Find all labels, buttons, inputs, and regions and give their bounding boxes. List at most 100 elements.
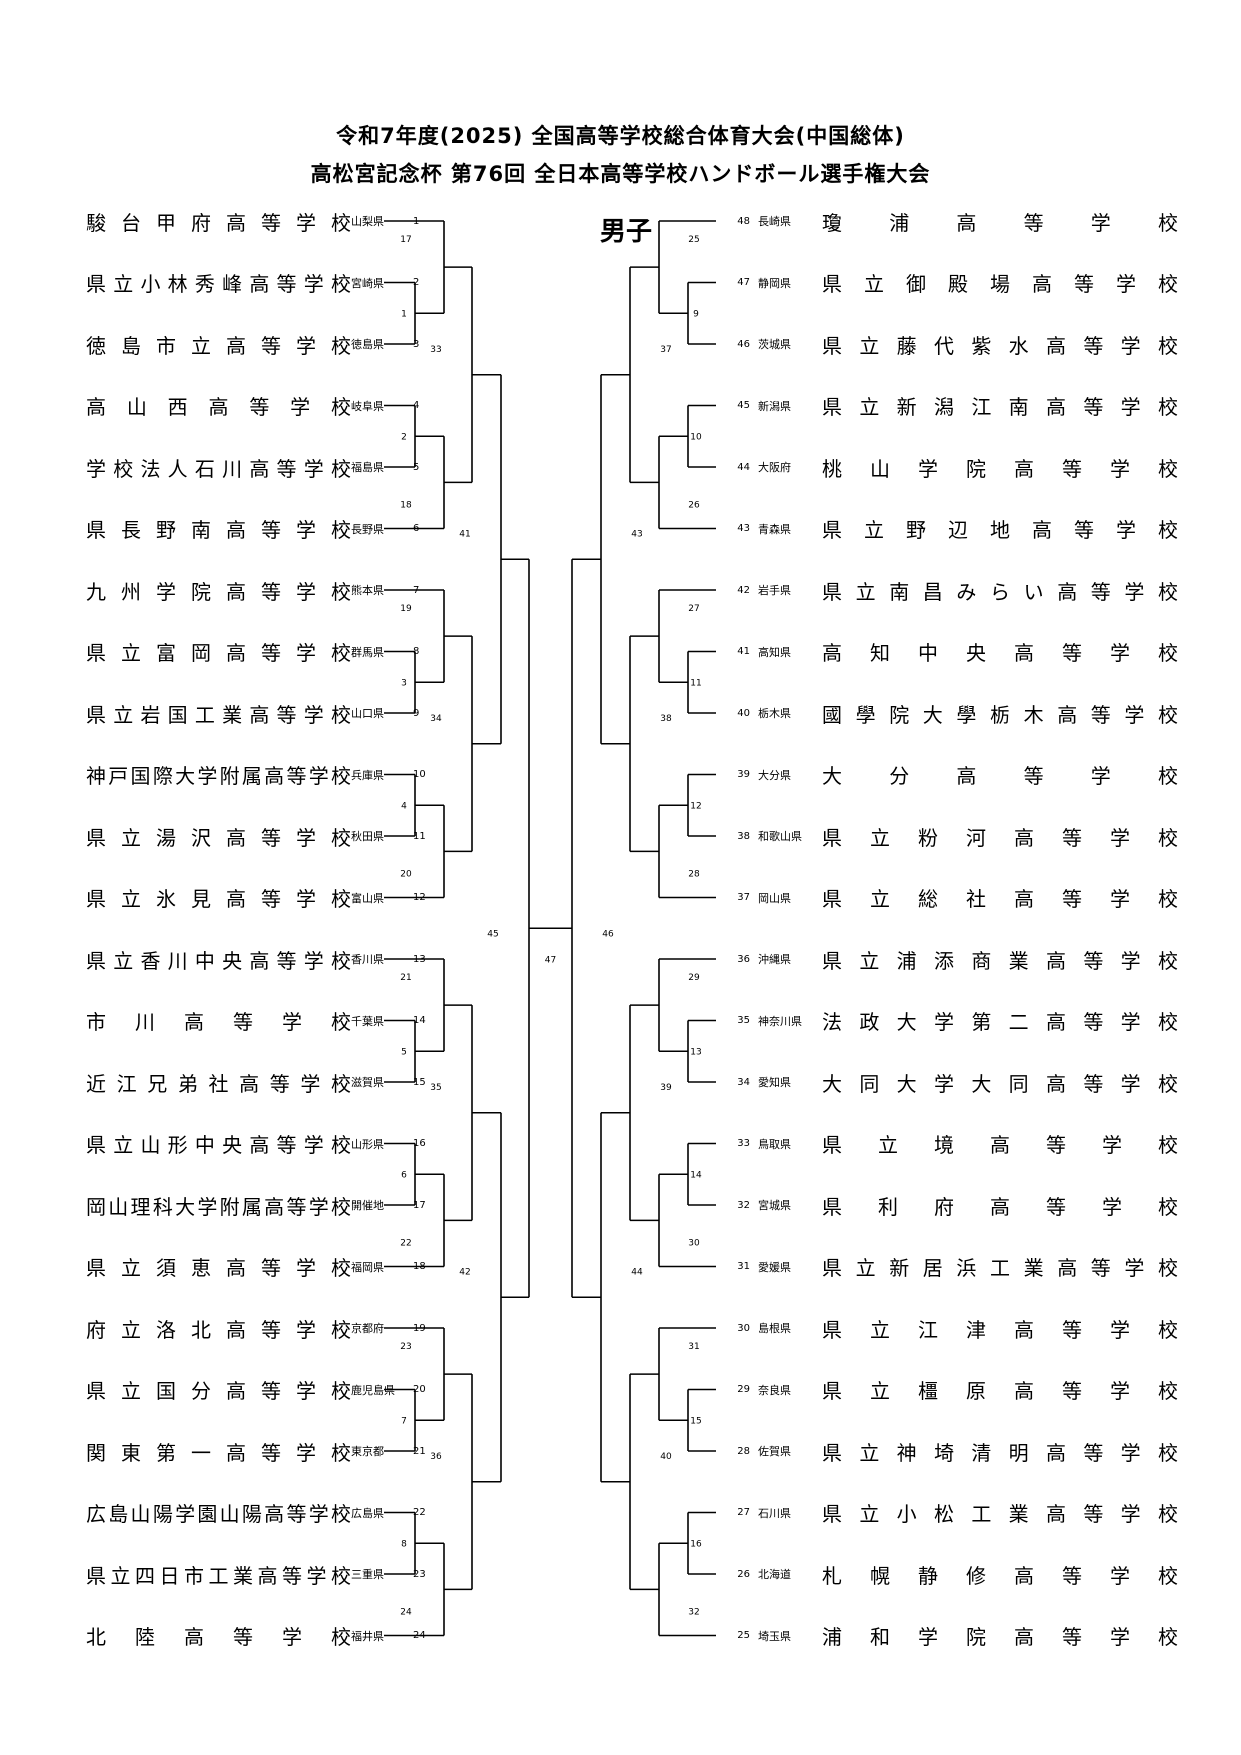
team-seed: 4 (413, 400, 420, 411)
team-prefecture: 熊本県 (351, 584, 384, 597)
team-seed: 46 (737, 338, 750, 350)
team-row: 神戸国際大学附属高等学校兵庫県 10 (86, 757, 443, 793)
team-prefecture: 群馬県 (351, 645, 384, 659)
team-name: 大同大学大同高等学校 (822, 1071, 1178, 1096)
division-label: 男子 (600, 217, 653, 247)
game-number: 32 (688, 1608, 699, 1618)
team-seed: 30 (737, 1322, 750, 1334)
team-seed: 34 (737, 1076, 750, 1088)
team-prefecture: 福島県 (351, 461, 384, 474)
team-seed: 26 (737, 1568, 750, 1580)
team-prefecture: 栃木県 (758, 707, 791, 720)
team-name: 県立藤代紫水高等学校 (822, 333, 1178, 358)
game-number: 30 (688, 1239, 700, 1249)
team-seed: 40 (737, 707, 750, 719)
team-name: 市川高等学校 (86, 1010, 351, 1034)
team-name: 県立山形中央高等学校 (86, 1133, 351, 1157)
team-prefecture: 静岡県 (758, 276, 791, 290)
team-name: 県立四日市工業高等学校 (86, 1563, 351, 1588)
team-name: 桃山学院高等学校 (822, 456, 1178, 481)
team-name: 北陸高等学校 (86, 1625, 351, 1649)
game-number: 17 (400, 235, 411, 245)
game-number: 16 (690, 1539, 702, 1549)
game-number: 20 (400, 870, 412, 880)
team-name: 県立御殿場高等学校 (822, 272, 1178, 296)
team-seed: 41 (737, 646, 750, 657)
game-number: 41 (459, 530, 470, 540)
team-prefecture: 島根県 (758, 1322, 791, 1335)
team-prefecture: 沖縄県 (758, 953, 791, 966)
team-seed: 10 (413, 769, 426, 780)
team-seed: 43 (737, 523, 750, 534)
team-prefecture: 新潟県 (758, 399, 791, 413)
team-name: 駿台甲府高等学校 (86, 210, 351, 235)
game-number: 21 (400, 973, 411, 983)
team-seed: 16 (413, 1138, 426, 1149)
team-name: 高知中央高等学校 (822, 641, 1178, 665)
team-seed: 39 (737, 769, 750, 780)
team-seed: 11 (413, 830, 426, 842)
team-prefecture: 京都府 (351, 1322, 384, 1335)
team-prefecture: 福井県 (351, 1629, 384, 1643)
team-prefecture: 茨城県 (758, 338, 791, 351)
team-prefecture: 山形県 (351, 1137, 384, 1151)
team-seed: 45 (737, 400, 750, 411)
team-name: 県立南昌みらい高等学校 (822, 579, 1178, 604)
team-prefecture: 徳島県 (351, 338, 384, 351)
team-prefecture: 開催地 (351, 1199, 384, 1212)
game-number: 40 (660, 1452, 672, 1462)
team-name: 県立国分高等学校 (86, 1379, 351, 1403)
team-name: 浦和学院高等学校 (822, 1625, 1178, 1649)
team-prefecture: 広島県 (351, 1506, 384, 1520)
team-seed: 25 (737, 1630, 750, 1641)
team-name: 神戸国際大学附属高等学校 (86, 764, 351, 788)
team-seed: 36 (737, 953, 750, 965)
team-prefecture: 兵庫県 (351, 768, 384, 782)
game-number: 22 (400, 1239, 411, 1249)
game-number: 35 (430, 1083, 441, 1093)
game-number: 26 (688, 501, 700, 511)
team-prefecture: 長崎県 (758, 215, 791, 228)
team-seed: 15 (413, 1076, 426, 1088)
team-name: 高山西高等学校 (86, 395, 351, 419)
team-name: 大分高等学校 (822, 764, 1178, 788)
game-number: 1 (401, 309, 407, 319)
team-prefecture: 青森県 (758, 522, 791, 536)
game-number: 12 (690, 801, 701, 811)
team-seed: 14 (413, 1015, 426, 1026)
game-number: 2 (401, 432, 407, 442)
team-seed: 42 (737, 584, 750, 596)
team-prefecture: 秋田県 (351, 830, 384, 843)
game-number: 23 (400, 1342, 411, 1352)
team-seed: 28 (737, 1445, 750, 1457)
game-number: 8 (401, 1539, 407, 1549)
team-seed: 8 (413, 646, 420, 657)
team-name: 学校法人石川高等学校 (86, 456, 351, 481)
team-name: 県立神埼清明高等学校 (822, 1440, 1178, 1465)
team-seed: 2 (413, 277, 420, 288)
team-name: 県立湯沢高等学校 (86, 825, 351, 850)
team-name: 府立洛北高等学校 (86, 1317, 351, 1342)
game-number: 4 (401, 801, 407, 811)
game-number: 11 (690, 678, 701, 688)
team-name: 九州学院高等学校 (86, 579, 351, 604)
team-name: 県立小林秀峰高等学校 (86, 272, 351, 296)
team-prefecture: 奈良県 (758, 1383, 791, 1397)
team-seed: 9 (413, 707, 420, 719)
game-number: 19 (400, 604, 412, 614)
team-seed: 47 (737, 277, 750, 288)
